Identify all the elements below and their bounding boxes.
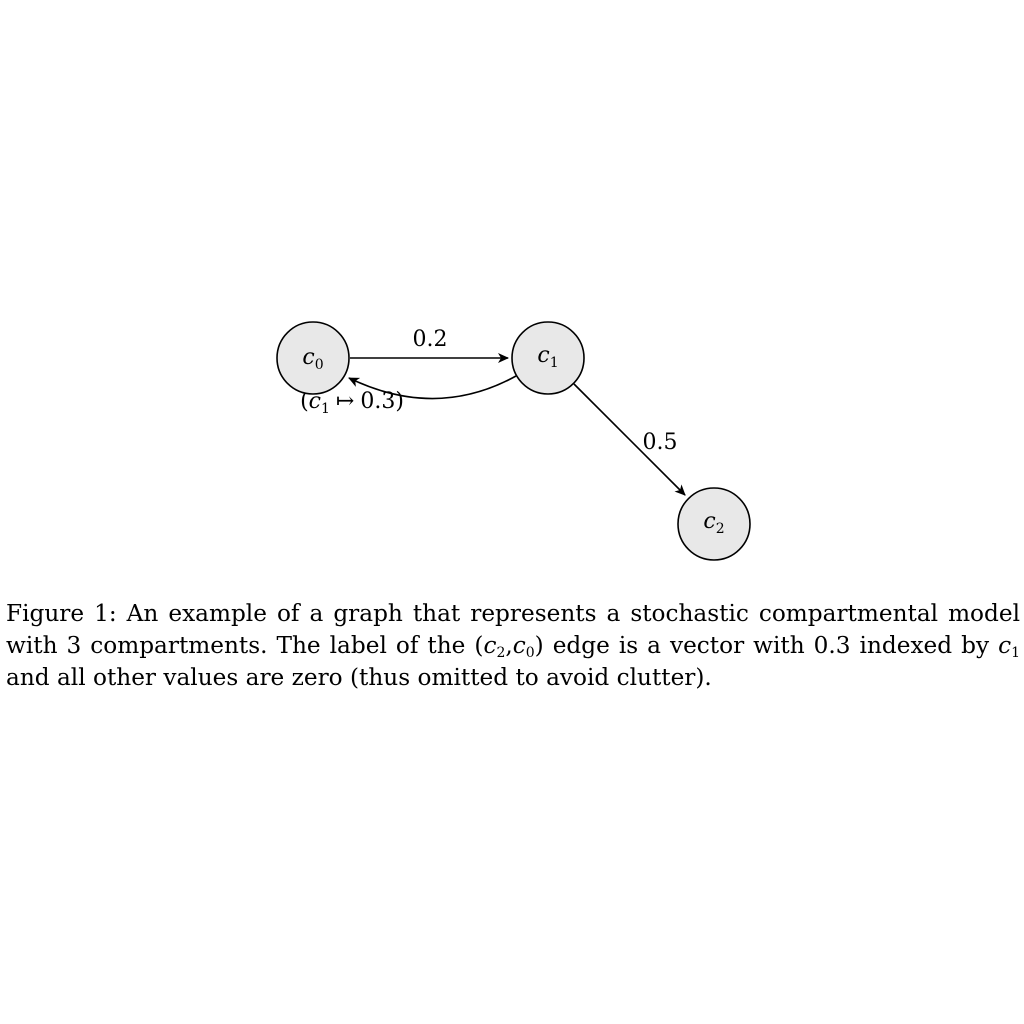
edge-c1-c0-label: (c1↦0.3) [300, 389, 404, 417]
edge-c1-c0 [348, 375, 517, 400]
node-c2-label: c2 [703, 509, 724, 537]
node-c1-label: c1 [537, 343, 558, 371]
caption-text-3: and all other values are zero (thus omit… [6, 664, 712, 691]
caption-text-1: An example of a graph that represents a … [6, 600, 1020, 659]
node-c0-label: c0 [302, 345, 323, 373]
caption-text-2: ) edge is a vector with 0.3 indexed by [534, 632, 999, 659]
compartment-graph: 0.2 0.5 (c1↦0.3) c0 c1 c2 [276, 321, 751, 561]
node-c1: c1 [511, 321, 585, 395]
caption-comma: , [505, 632, 513, 659]
caption-c2: c2 [483, 632, 506, 661]
node-c2: c2 [677, 487, 751, 561]
caption-c0: c0 [512, 632, 535, 661]
figure-label: Figure 1: [6, 600, 117, 627]
edge-c1-c2-label: 0.5 [643, 430, 678, 455]
caption-c1: c1 [998, 632, 1020, 661]
edge-c1-c2 [573, 383, 686, 496]
figure-caption: Figure 1: An example of a graph that rep… [6, 598, 1020, 694]
edge-c0-c1-label: 0.2 [413, 327, 448, 352]
node-c0: c0 [276, 321, 350, 395]
